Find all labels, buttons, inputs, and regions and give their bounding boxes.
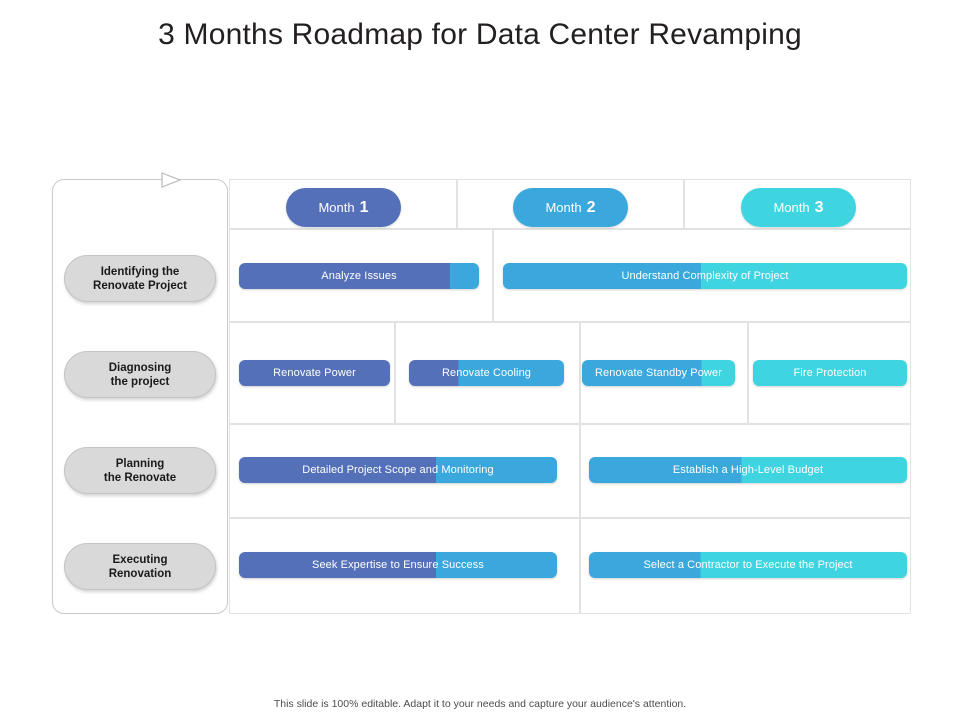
stage-label-line2: Renovation <box>108 567 172 580</box>
task-bar[interactable]: Seek Expertise to Ensure Success <box>239 552 557 578</box>
task-bar[interactable]: Establish a High-Level Budget <box>589 457 907 483</box>
roadmap-grid: Month 1 Month 2 Month 3 Analyze Issues Un… <box>229 179 911 614</box>
stage-rail: Identifying the Renovate Project Diagnos… <box>52 172 228 614</box>
task-bar[interactable]: Understand Complexity of Project <box>503 263 907 289</box>
rail-outline <box>52 179 228 614</box>
stage-pill-identifying[interactable]: Identifying the Renovate Project <box>64 255 216 302</box>
task-bar[interactable]: Fire Protection <box>753 360 907 386</box>
footer-note: This slide is 100% editable. Adapt it to… <box>273 698 687 710</box>
stage-label-line1: Diagnosing <box>108 361 172 374</box>
task-row: Seek Expertise to Ensure Success Select a… <box>229 518 911 614</box>
grid-header-row: Month 1 Month 2 Month 3 <box>229 179 911 229</box>
month-pill-3[interactable]: Month 3 <box>741 188 856 227</box>
task-bar[interactable]: Select a Contractor to Execute the Proje… <box>589 552 907 578</box>
task-row: Detailed Project Scope and Monitoring Est… <box>229 424 911 518</box>
stage-pill-executing[interactable]: Executing Renovation <box>64 543 216 590</box>
task-bar[interactable]: Analyze Issues <box>239 263 479 289</box>
stage-pill-diagnosing[interactable]: Diagnosing the project <box>64 351 216 398</box>
month-number: 2 <box>586 198 596 216</box>
stage-label-line1: Executing <box>112 553 168 566</box>
stage-label-line2: Renovate Project <box>93 279 187 292</box>
month-word: Month <box>545 200 582 215</box>
task-bar[interactable]: Renovate Standby Power <box>582 360 735 386</box>
page-title: 3 Months Roadmap for Data Center Revampi… <box>158 18 802 51</box>
task-row: Analyze Issues Understand Complexity of P… <box>229 229 911 322</box>
stage-pill-planning[interactable]: Planning the Renovate <box>64 447 216 494</box>
task-bar[interactable]: Detailed Project Scope and Monitoring <box>239 457 557 483</box>
stage-label-line2: the Renovate <box>103 471 177 484</box>
stage-label-line1: Identifying the <box>100 265 180 278</box>
stage-label-line1: Planning <box>115 457 165 470</box>
month-word: Month <box>318 200 355 215</box>
month-pill-1[interactable]: Month 1 <box>286 188 401 227</box>
task-bar[interactable]: Renovate Cooling <box>409 360 564 386</box>
task-row: Renovate Power Renovate Cooling Renovate S… <box>229 322 911 424</box>
task-bar[interactable]: Renovate Power <box>239 360 390 386</box>
stage-label-line2: the project <box>110 375 170 388</box>
month-number: 1 <box>359 198 369 216</box>
month-pill-2[interactable]: Month 2 <box>513 188 628 227</box>
month-word: Month <box>773 200 810 215</box>
month-number: 3 <box>814 198 824 216</box>
